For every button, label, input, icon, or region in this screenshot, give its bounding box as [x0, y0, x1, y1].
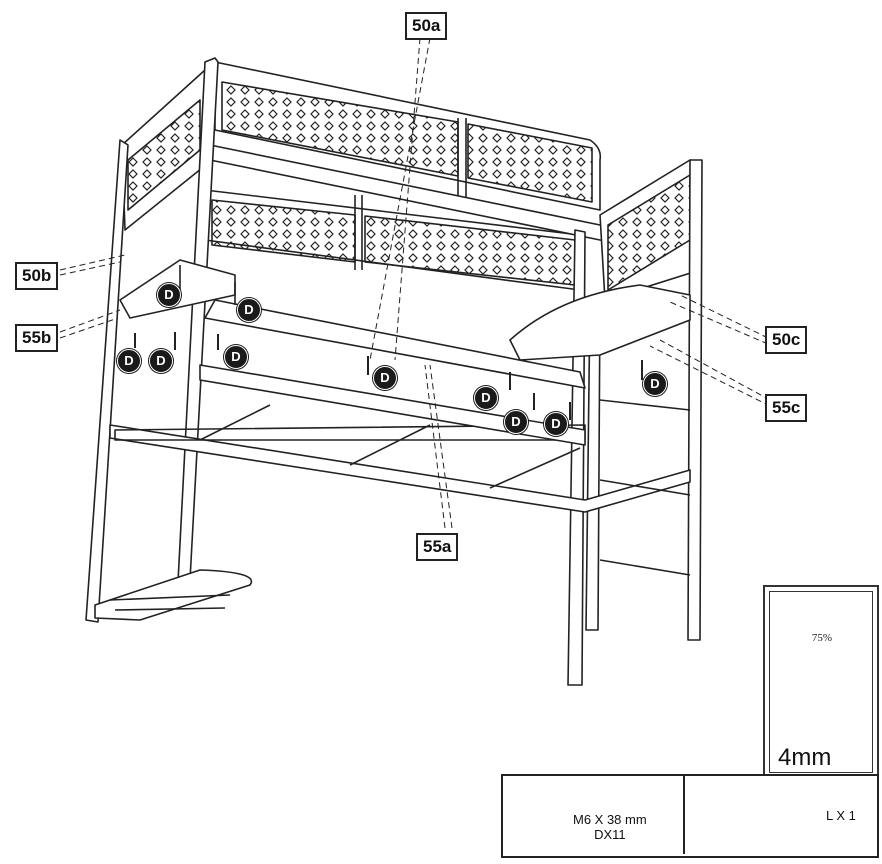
callout-55c: 55c	[765, 394, 808, 422]
callout-55a: 55a	[416, 533, 459, 561]
screw-spec: M6 X 38 mm DX11	[573, 812, 647, 842]
parts-table	[501, 774, 879, 858]
parts-table-divider	[683, 776, 685, 854]
allen-key-quantity-label: L X 1	[826, 808, 856, 823]
tool-panel-border: 75% 4mm	[769, 591, 873, 773]
fastener-d-badge: D	[157, 283, 181, 307]
fastener-d-badge: D	[149, 349, 173, 373]
fastener-d-badge: D	[544, 412, 568, 436]
screw-code-label: DX11	[594, 827, 626, 842]
callout-50a: 50a	[405, 12, 448, 40]
wrench-size-label: 4mm	[778, 744, 832, 771]
screw-size-label: M6 X 38 mm	[573, 812, 647, 827]
fastener-d-badge: D	[643, 372, 667, 396]
fastener-d-badge: D	[373, 366, 397, 390]
callout-50c: 50c	[765, 326, 808, 354]
progress-label: 75%	[811, 632, 833, 644]
fastener-d-badge: D	[474, 386, 498, 410]
fastener-d-badge: D	[237, 298, 261, 322]
callout-55b: 55b	[15, 324, 59, 352]
fastener-d-badge: D	[224, 345, 248, 369]
tool-panel: 75% 4mm	[763, 585, 879, 779]
fastener-d-badge: D	[117, 349, 141, 373]
fastener-d-badge: D	[504, 410, 528, 434]
callout-50b: 50b	[15, 262, 59, 290]
